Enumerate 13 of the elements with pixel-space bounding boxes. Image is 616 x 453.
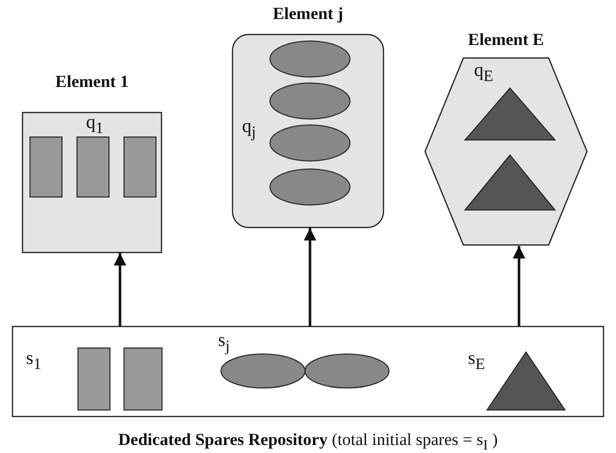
arrow <box>114 253 126 326</box>
symbol-label: q$_{E}$ <box>474 60 494 86</box>
repository-caption: Dedicated Spares Repository (total initial spares = s$_{I}$ ) <box>117 430 499 453</box>
element-heading: Element E <box>466 30 546 50</box>
element-heading: Element j <box>272 4 344 24</box>
symbol-label: s$_{E}$ <box>468 348 486 374</box>
symbol-label: s$_{j}$ <box>218 330 230 356</box>
arrow <box>304 228 316 326</box>
element-heading: Element 1 <box>54 72 130 92</box>
symbol-label: s$_{1}$ <box>26 348 42 374</box>
symbol-label: q$_{j}$ <box>242 116 256 142</box>
arrow <box>512 246 526 326</box>
symbol-label: q$_{1}$ <box>86 112 104 138</box>
